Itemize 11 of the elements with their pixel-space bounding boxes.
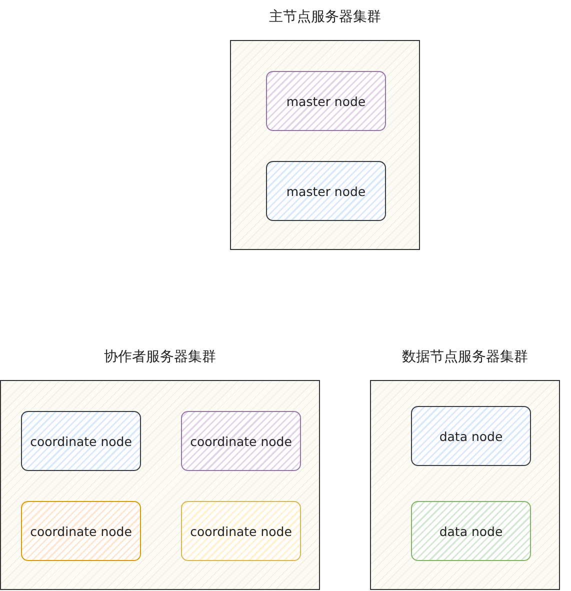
node-box: data node <box>411 406 531 466</box>
cluster-title: 数据节点服务器集群 <box>401 348 529 367</box>
node-box: coordinate node <box>21 411 141 471</box>
cluster-title: 协作者服务器集群 <box>103 348 217 367</box>
node-box: master node <box>266 161 386 221</box>
node-box: master node <box>266 71 386 131</box>
cluster-title: 主节点服务器集群 <box>268 8 382 27</box>
node-box: coordinate node <box>21 501 141 561</box>
node-box: coordinate node <box>181 411 301 471</box>
node-box: data node <box>411 501 531 561</box>
node-box: coordinate node <box>181 501 301 561</box>
